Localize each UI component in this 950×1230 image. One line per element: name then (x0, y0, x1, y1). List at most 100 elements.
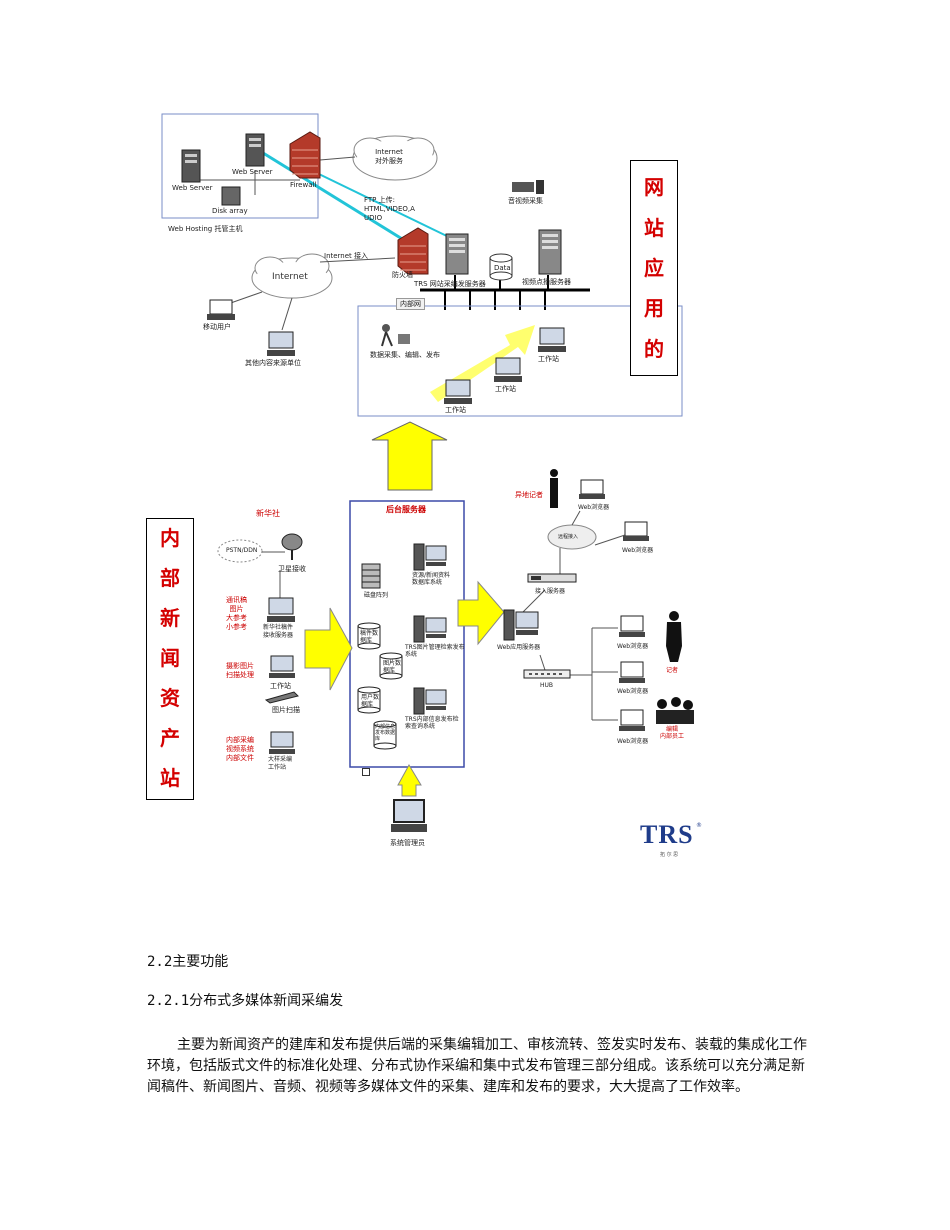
pstn-label: PSTN/DDN (226, 547, 258, 554)
vt-char: 产 (160, 726, 180, 750)
small-square (362, 768, 370, 776)
data-label: Data (494, 264, 511, 272)
firewall-icon (289, 131, 321, 179)
disk-array-label: Disk array (212, 207, 248, 215)
vt-char: 资 (160, 686, 180, 710)
scanner-label: 图片扫描 (272, 706, 300, 714)
trs-internal-label: TRS内部信息发布检 索查询系统 (405, 716, 459, 730)
subsection-heading: 2.2.1分布式多媒体新闻采编发 (147, 993, 344, 1009)
internet-cloud-top (352, 135, 438, 181)
xinhua-server-label: 新华社稿件 接收服务器 (263, 624, 294, 639)
web-server-label: Web Server (232, 168, 273, 176)
server-icon (245, 133, 265, 167)
internet-label: Internet (272, 272, 308, 282)
body-paragraph: 主要为新闻资产的建库和发布提供后端的采集编辑加工、审核流转、签发实时发布、装载的… (147, 1037, 807, 1095)
db-server-icon (413, 543, 447, 571)
video-server-icon (538, 229, 562, 275)
web-app-server-icon (503, 609, 539, 641)
firewall-mid-icon (397, 227, 429, 275)
vt-char: 部 (160, 566, 180, 590)
vt-char: 用 (644, 296, 664, 321)
internet-cloud (251, 253, 333, 299)
other-content-label: 其他内容来源单位 (245, 359, 301, 367)
av-capture-label: 音视频采集 (508, 197, 543, 205)
disk-array-icon (361, 563, 381, 589)
laptop-icon (207, 299, 235, 320)
photo-notes: 摄影图片 扫描处理 (226, 662, 254, 679)
web-browser-label: Web浏览器 (617, 643, 649, 650)
laptop-icon (579, 479, 605, 499)
laptop-icon (623, 521, 649, 541)
workstation-label: 工作站 (445, 406, 466, 414)
up-arrow-big (371, 421, 448, 491)
web-browser-label: Web浏览器 (622, 547, 654, 554)
architecture-diagram: 网 站 应 用 的 内 部 新 闻 资 产 站 Web Hosting 托管主机… (146, 113, 702, 858)
photo-db-icon (379, 652, 403, 680)
internet-access-label: Internet 接入 (324, 252, 369, 260)
vt-char: 应 (644, 255, 664, 280)
web-browser-label: Web浏览器 (578, 504, 610, 511)
title-internal-news: 内 部 新 闻 资 产 站 (146, 518, 194, 800)
registered-icon: ® (696, 822, 702, 829)
camera-icon (512, 180, 544, 194)
access-server-icon (527, 573, 577, 583)
satellite-label: 卫星接收 (278, 565, 306, 573)
web-browser-icon (619, 615, 645, 637)
disk-array-label: 磁盘阵列 (364, 592, 389, 599)
vt-char: 站 (160, 766, 180, 790)
firewall-label: Firewall (290, 181, 317, 189)
user-db-label: 用户数 据库 (361, 694, 380, 708)
server-icon (181, 149, 201, 183)
admin-computer-icon (391, 799, 427, 832)
publish-db-label: 内部信息 发布数据 库 (375, 724, 396, 742)
computer-icon (267, 597, 295, 622)
intranet-label: 内部网 (396, 298, 425, 310)
remote-access-label: 远程接入 (558, 534, 579, 540)
trs-publish-server-label: TRS 网站采编发服务器 (414, 280, 486, 288)
disk-array-icon (221, 186, 241, 206)
web-browser-label: Web浏览器 (617, 738, 649, 745)
person-icon (550, 469, 558, 508)
internet-service-label: Internet 对外服务 (375, 148, 403, 165)
news-db-label: 资源/新闻资料 数据库系统 (412, 572, 451, 586)
backend-server-label: 后台服务器 (386, 505, 426, 514)
vt-char: 内 (160, 526, 180, 550)
web-browser-icon (619, 709, 645, 731)
workstation-label: 工作站 (270, 682, 291, 690)
staff-group-icon (656, 697, 694, 724)
web-browser-icon (619, 661, 645, 683)
reporter-label: 记者 (666, 667, 679, 674)
person-tools-icon (381, 324, 410, 347)
article-db-label: 稿件数 据库 (360, 630, 379, 644)
hub-label: HUB (540, 682, 554, 689)
web-browser-label: Web浏览器 (617, 688, 649, 695)
vt-char: 站 (644, 215, 664, 240)
ftp-label: FTP 上传: HTML,VIDEO,A UDIO (364, 196, 415, 222)
web-hosting-label: Web Hosting 托管主机 (168, 225, 243, 233)
user-db-icon (357, 686, 381, 714)
workstation-icon (494, 357, 522, 382)
workstation-icon (444, 379, 472, 404)
web-app-server-label: Web应用服务器 (497, 644, 541, 651)
computer-icon (269, 655, 295, 678)
vt-char: 闻 (160, 646, 180, 670)
article-db-icon (357, 622, 381, 650)
trs-logo: TRS (640, 820, 694, 849)
mobile-user-label: 移动用户 (203, 323, 231, 331)
trs-search-label: TRS图片管理检索发布 系统 (405, 644, 465, 658)
internal-server-icon (413, 687, 447, 715)
internal-notes: 内部采编 视频系统 内部文件 (226, 736, 254, 762)
publish-db-icon (373, 720, 397, 750)
vt-char: 网 (644, 175, 664, 200)
publish-server-icon (445, 233, 469, 275)
right-arrow-in (304, 607, 353, 691)
workstation-icon (538, 327, 566, 352)
video-server-label: 视频点播服务器 (522, 278, 571, 286)
web-server-label: Web Server (172, 184, 213, 192)
vt-char: 新 (160, 606, 180, 630)
access-server-label: 接入服务器 (535, 588, 566, 595)
section-heading: 2.2主要功能 (147, 954, 229, 970)
editor-staff-label: 编辑 内部员工 (660, 726, 685, 740)
diagram-lines (161, 113, 683, 797)
data-cylinder (489, 253, 513, 281)
